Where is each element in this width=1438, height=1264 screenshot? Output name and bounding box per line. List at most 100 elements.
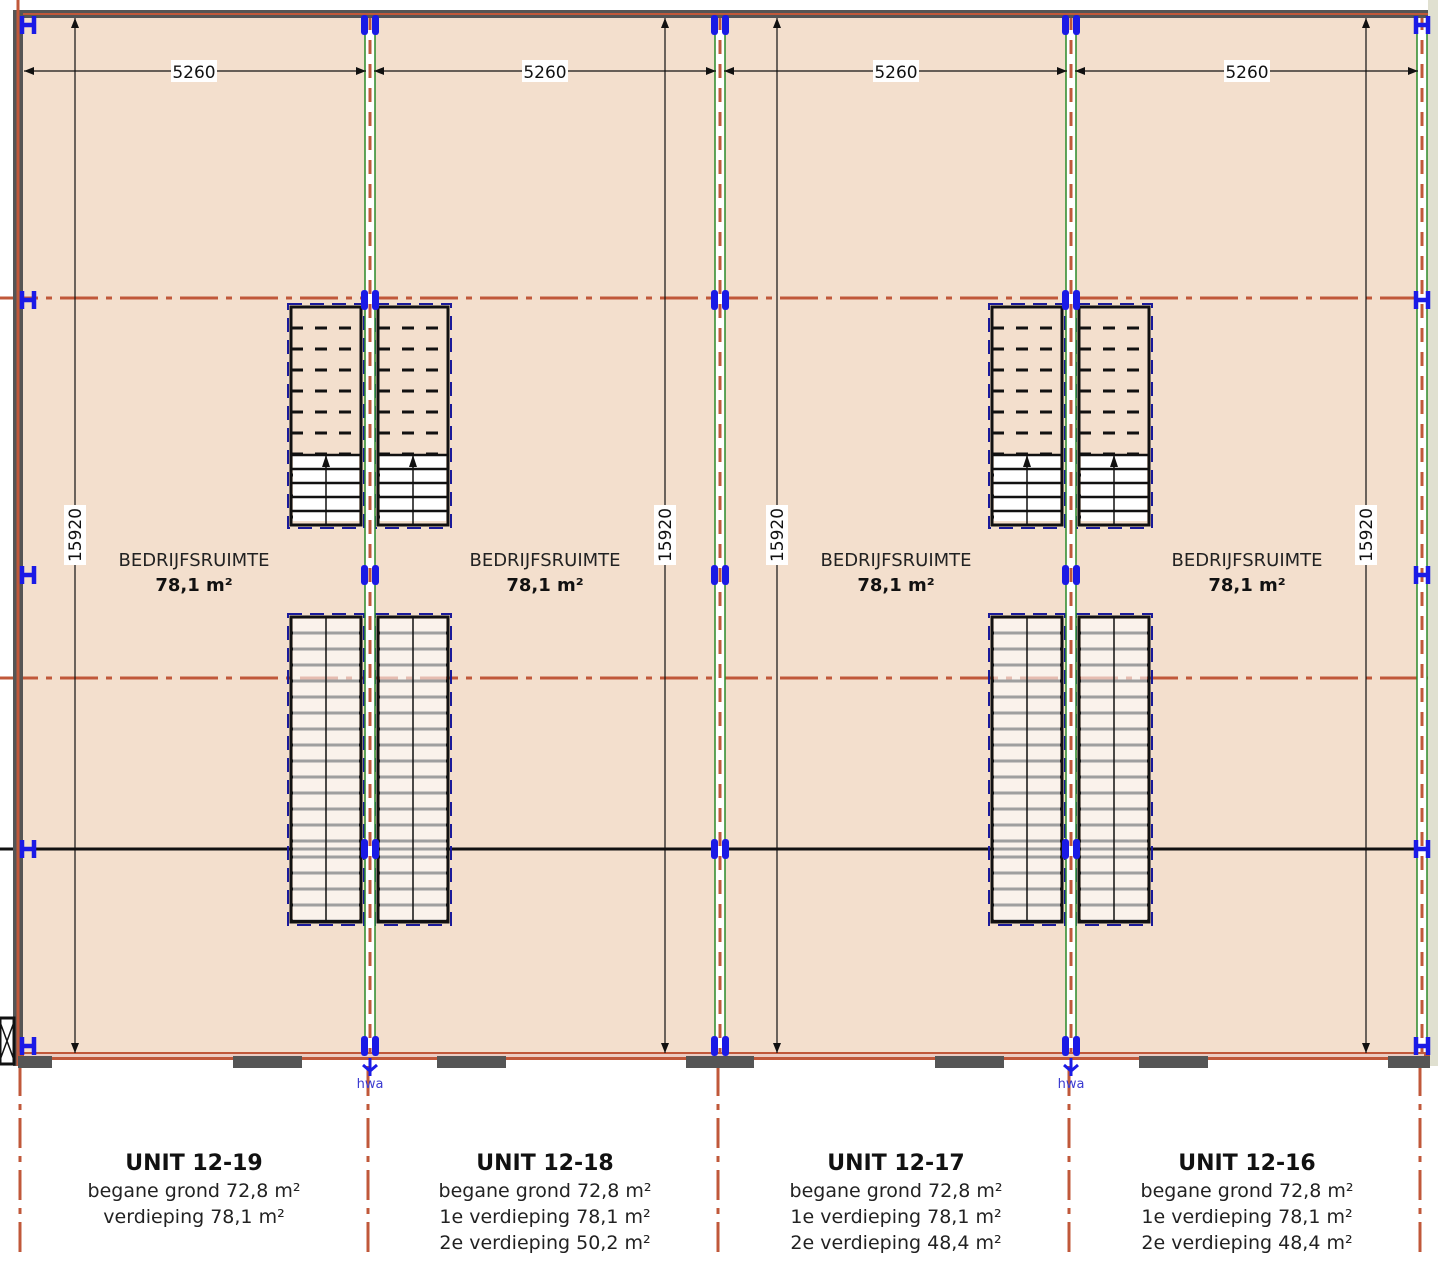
dimension-depth: 15920 [1357, 508, 1377, 562]
stair-outline [988, 303, 1066, 529]
dimension-arrow [1075, 67, 1085, 75]
column-icon [1062, 839, 1069, 859]
column-icon [372, 839, 379, 859]
column-icon [711, 839, 718, 859]
dimension-label-bg [873, 60, 919, 82]
column-icon [722, 839, 729, 859]
column-icon [19, 1037, 37, 1055]
room-name: BEDRIJFSRUIMTE [820, 550, 971, 571]
column-icon [1073, 15, 1080, 35]
room-area: 78,1 m² [1208, 575, 1285, 596]
wall-pier [18, 1056, 52, 1068]
dimension-width: 5260 [1225, 63, 1268, 83]
unit-area-line: 1e verdieping 78,1 m² [1141, 1206, 1352, 1228]
room-area: 78,1 m² [506, 575, 583, 596]
dimension-arrow [773, 18, 781, 28]
column-icon [722, 565, 729, 585]
rainwater-pipe-icon [1063, 1058, 1079, 1076]
wall-pier [1388, 1056, 1430, 1068]
unit-title: UNIT 12-18 [476, 1151, 614, 1176]
column-icon [361, 1036, 368, 1056]
column-icon [711, 1036, 718, 1056]
wall-pier [233, 1056, 302, 1068]
column-icon [722, 15, 729, 35]
column-icon [372, 565, 379, 585]
stair-arrow [322, 455, 330, 467]
column-icon [1073, 290, 1080, 310]
dimension-arrow [661, 1043, 669, 1053]
dimension-arrow [661, 18, 669, 28]
column-icon [1073, 1036, 1080, 1056]
dimension-arrow [1362, 1043, 1370, 1053]
dimension-label-bg [522, 60, 568, 82]
dimension-label-bg [1224, 60, 1270, 82]
column-icon [1062, 290, 1069, 310]
unit-area-line: begane grond 72,8 m² [790, 1180, 1003, 1202]
column-icon [361, 290, 368, 310]
column-icon [1413, 16, 1431, 34]
column-icon [1073, 565, 1080, 585]
room-name: BEDRIJFSRUIMTE [1171, 550, 1322, 571]
wall-pier [935, 1056, 1004, 1068]
room-name: BEDRIJFSRUIMTE [118, 550, 269, 571]
unit-area-line: begane grond 72,8 m² [88, 1180, 301, 1202]
wall-right [1428, 0, 1438, 1066]
dimension-arrow [724, 67, 734, 75]
column-icon [19, 840, 37, 858]
dimension-label-bg [766, 505, 788, 565]
stair-arrow [1023, 455, 1031, 467]
dimension-arrow [1408, 67, 1418, 75]
rainwater-pipe-icon [362, 1058, 378, 1076]
dimension-arrow [71, 1043, 79, 1053]
unit-area-line: begane grond 72,8 m² [1141, 1180, 1354, 1202]
unit-area-line: 2e verdieping 50,2 m² [439, 1232, 650, 1254]
unit-title: UNIT 12-16 [1178, 1151, 1316, 1176]
stairs [287, 303, 1153, 926]
columns [19, 15, 1431, 1076]
room-area: 78,1 m² [857, 575, 934, 596]
dimension-arrow [1057, 67, 1067, 75]
unit-area-line: 1e verdieping 78,1 m² [439, 1206, 650, 1228]
column-icon [1062, 1036, 1069, 1056]
wall-pier [686, 1056, 754, 1068]
dimension-arrow [773, 1043, 781, 1053]
column-icon [722, 1036, 729, 1056]
dimension-arrow [374, 67, 384, 75]
dimension-width: 5260 [523, 63, 566, 83]
column-icon [1413, 566, 1431, 584]
room-area: 78,1 m² [155, 575, 232, 596]
column-icon [711, 565, 718, 585]
unit-area-line: 1e verdieping 78,1 m² [790, 1206, 1001, 1228]
column-icon [372, 15, 379, 35]
dimension-arrow [706, 67, 716, 75]
unit-area-line: 2e verdieping 48,4 m² [790, 1232, 1001, 1254]
dimension-width: 5260 [172, 63, 215, 83]
column-icon [372, 1036, 379, 1056]
column-icon [1413, 291, 1431, 309]
column-icon [1062, 565, 1069, 585]
column-icon [19, 291, 37, 309]
column-icon [19, 16, 37, 34]
dimension-label-bg [64, 505, 86, 565]
dimension-arrow [1362, 18, 1370, 28]
stair-outline [287, 303, 365, 529]
column-icon [1413, 840, 1431, 858]
dimension-label-bg [171, 60, 217, 82]
column-icon [361, 839, 368, 859]
dimension-depth: 15920 [656, 508, 676, 562]
hwa-label: hwa [357, 1077, 384, 1092]
column-icon [722, 290, 729, 310]
unit-area-line: verdieping 78,1 m² [103, 1206, 284, 1228]
column-icon [1413, 1037, 1431, 1055]
unit-area-line: begane grond 72,8 m² [439, 1180, 652, 1202]
column-icon [361, 15, 368, 35]
wall-pier [437, 1056, 506, 1068]
dimension-arrow [356, 67, 366, 75]
column-icon [19, 566, 37, 584]
meter-box-cross [0, 1021, 15, 1061]
unit-title: UNIT 12-19 [125, 1151, 263, 1176]
column-icon [1073, 839, 1080, 859]
